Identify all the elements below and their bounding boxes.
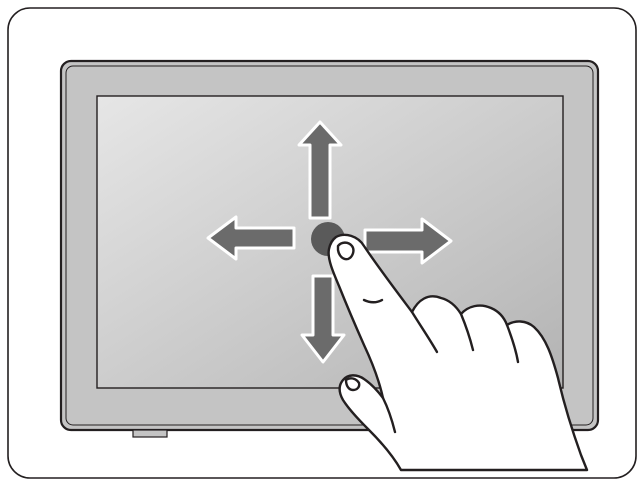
device-foot (133, 430, 167, 437)
